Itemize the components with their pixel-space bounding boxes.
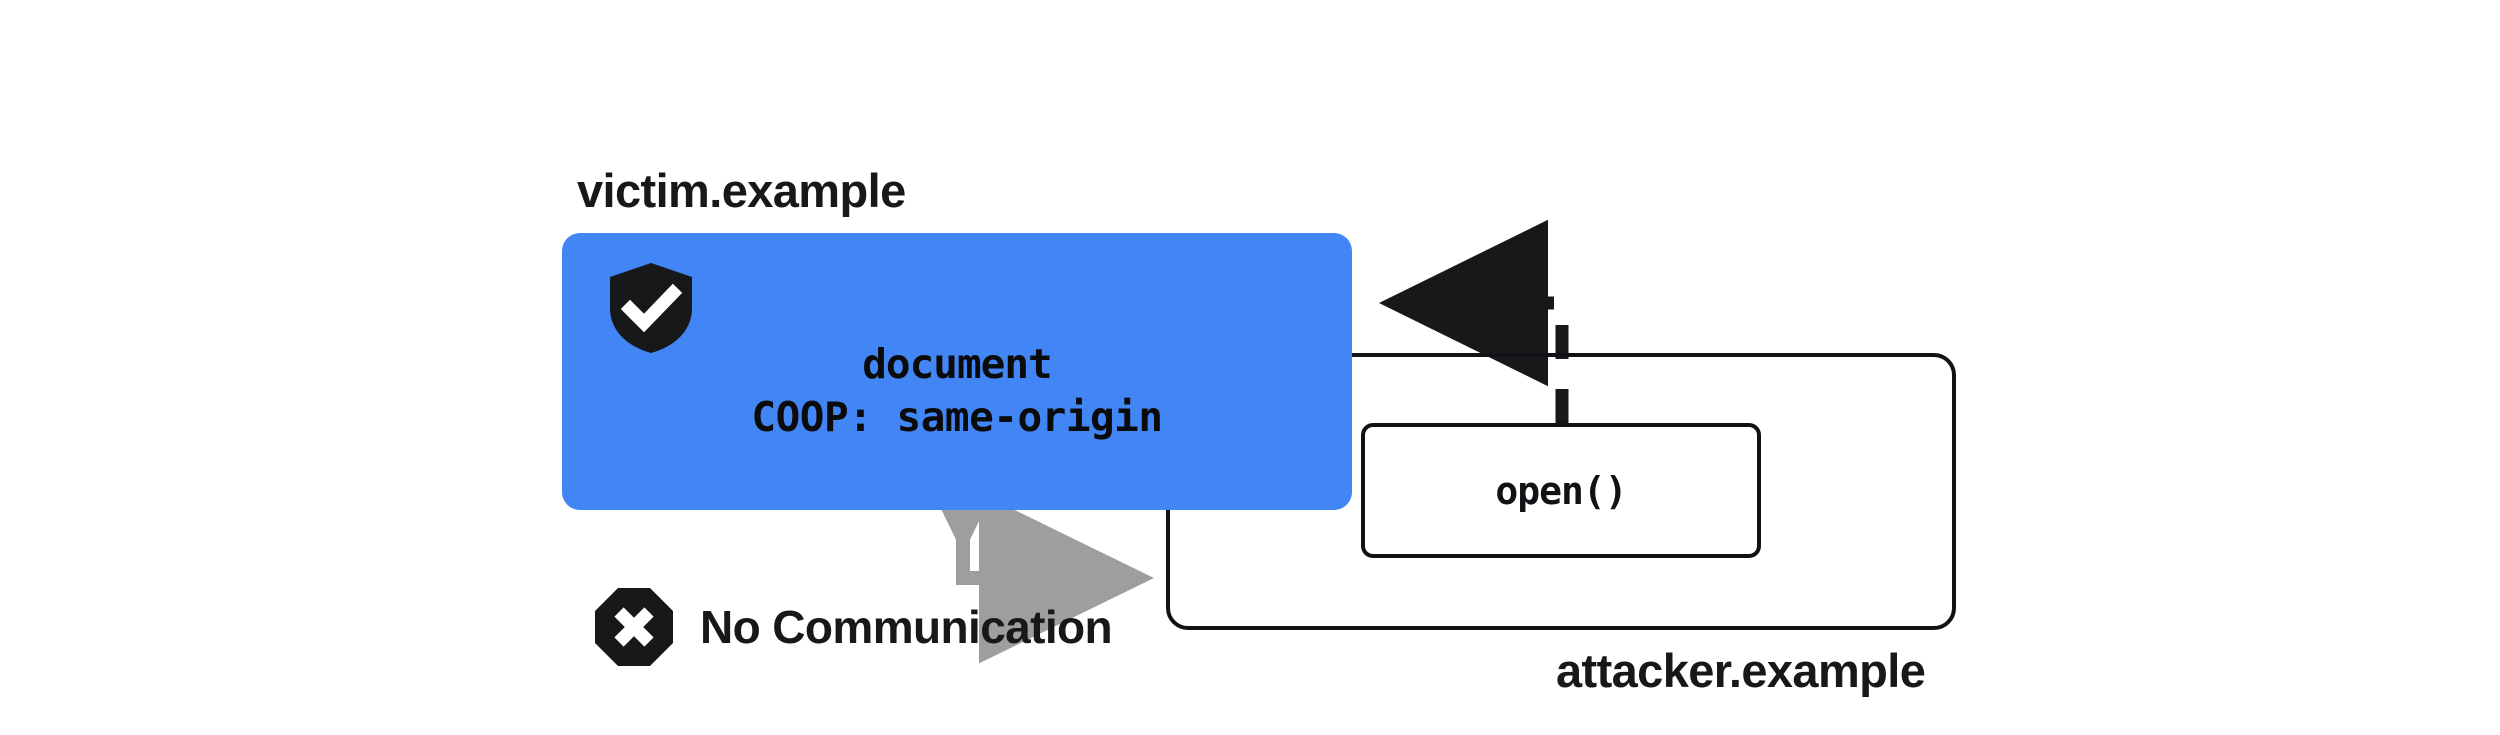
no-communication-arrow xyxy=(877,379,1154,664)
attacker-origin-label: attacker.example xyxy=(1556,644,1926,697)
open-call-label: open() xyxy=(1495,468,1627,513)
coop-header-label: COOP: same-origin xyxy=(751,392,1163,441)
open-call-box: open() xyxy=(1361,423,1761,558)
victim-origin-label: victim.example xyxy=(577,164,906,217)
octagon-x-icon xyxy=(595,588,673,666)
shield-check-icon xyxy=(610,263,692,353)
no-communication-label: No Communication xyxy=(700,601,1113,653)
document-label: document xyxy=(862,340,1052,389)
